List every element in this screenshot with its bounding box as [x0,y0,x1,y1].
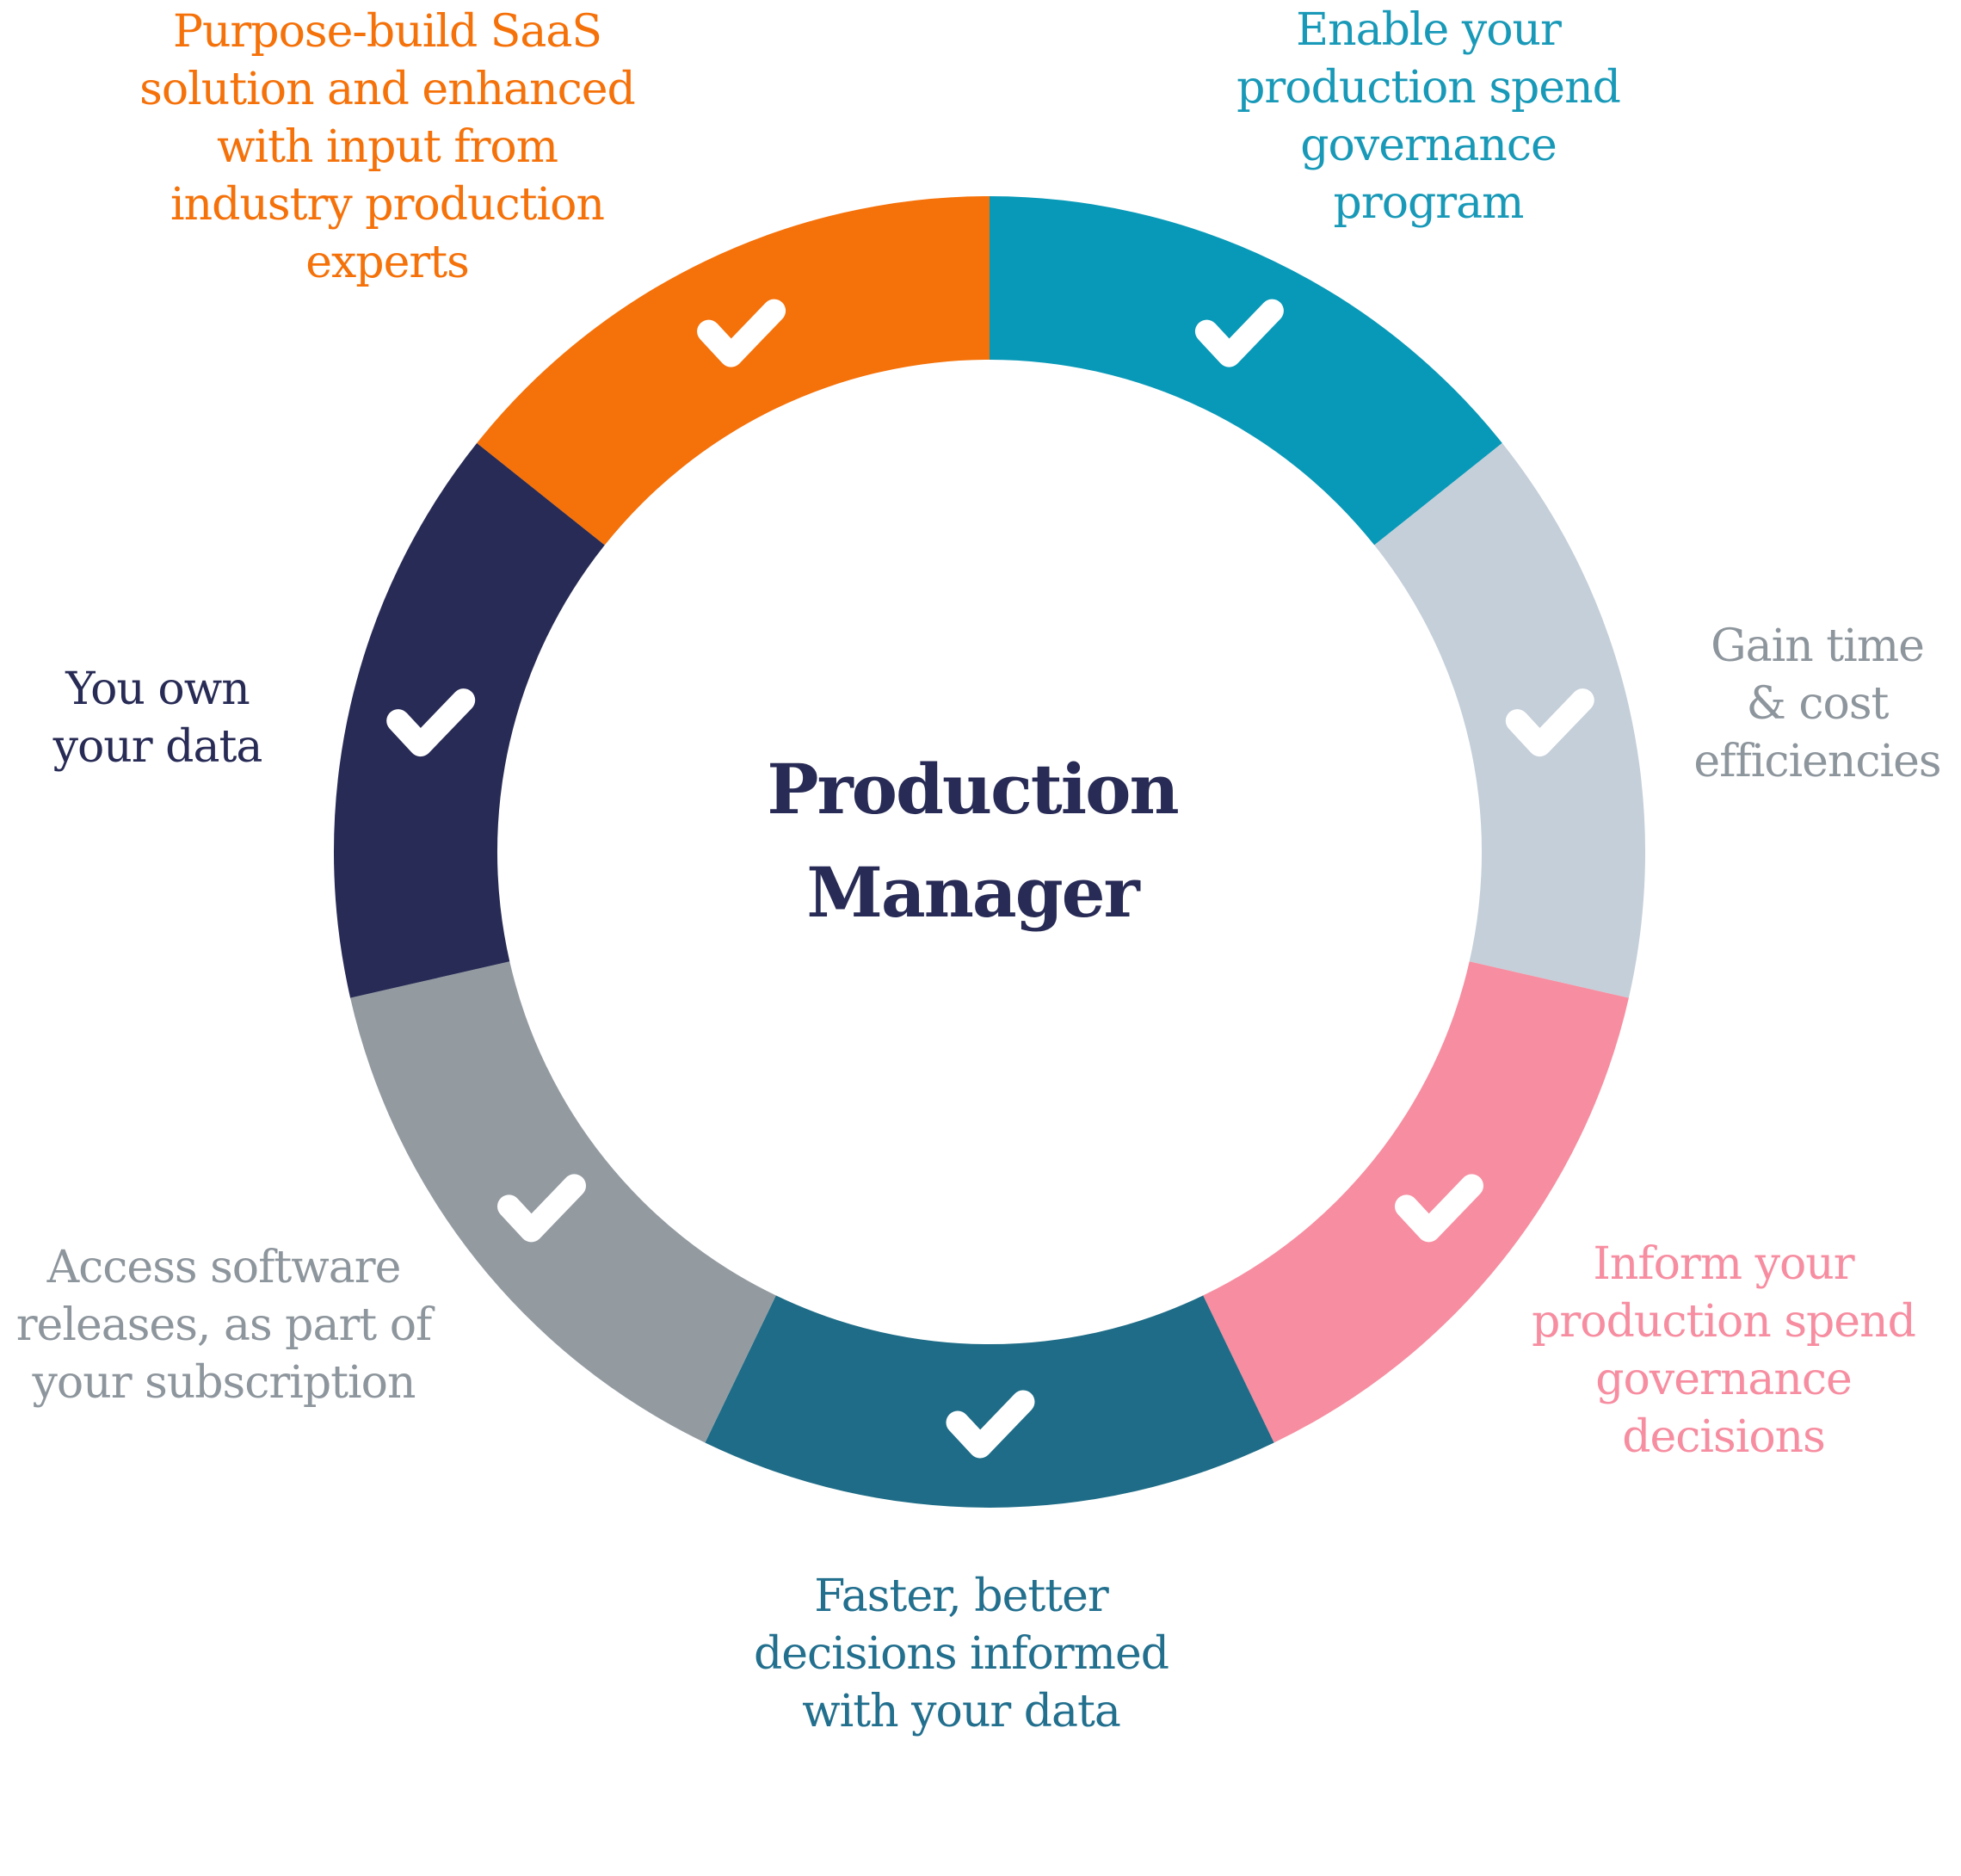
label-line: releases, as part of [15,1299,433,1351]
label-line: Inform your [1593,1238,1854,1290]
label-line: Purpose-build SaaS [172,6,602,58]
label-line: decisions informed [753,1628,1169,1680]
label-line: your data [52,721,263,773]
label-access-software-releases: Access software releases, as part of you… [0,1239,447,1412]
label-enable-governance-program: Enable your production spend governance … [1127,2,1730,232]
segment-faster-better-decisions [705,1295,1274,1508]
center-title: Production Manager [671,737,1273,944]
label-line: experts [305,237,470,288]
label-line: governance [1595,1354,1852,1405]
check-icon [946,1390,1035,1459]
label-line: production spend [1236,62,1621,114]
label-line: with input from [216,121,558,173]
label-line: decisions [1622,1411,1826,1463]
label-line: program [1333,177,1525,229]
label-line: Gain time [1711,620,1925,672]
label-line: efficiencies [1693,736,1941,787]
check-icon [697,299,786,367]
label-line: with your data [802,1686,1121,1737]
label-inform-governance-decisions: Inform your production spend governance … [1487,1236,1960,1466]
center-title-line: Manager [806,852,1139,933]
label-line: solution and enhanced [139,64,636,115]
label-line: Faster, better [814,1571,1109,1622]
label-line: production spend [1532,1296,1916,1348]
check-icon [1194,299,1284,367]
check-icon [1505,688,1594,757]
label-line: Enable your [1296,4,1562,56]
label-line: industry production [170,179,605,231]
segment-enable-production-spend-governance [990,196,1502,546]
label-you-own-your-data: You own your data [3,661,312,776]
label-line: governance [1300,120,1557,171]
check-icon [497,1174,586,1243]
segment-purpose-built-saas [477,195,990,546]
label-line: Access software [46,1242,402,1293]
center-title-line: Production [767,749,1179,830]
check-icon [386,688,476,757]
label-line: & cost [1746,678,1890,730]
label-line: your subscription [32,1357,416,1409]
label-purpose-built-saas: Purpose-build SaaS solution and enhanced… [60,3,714,292]
segment-you-own-your-data [333,442,605,998]
label-gain-time-cost-efficiencies: Gain time & cost efficiencies [1662,618,1961,791]
check-icon [1395,1174,1483,1243]
label-line: You own [65,663,250,715]
label-faster-better-decisions: Faster, better decisions informed with y… [660,1568,1262,1741]
